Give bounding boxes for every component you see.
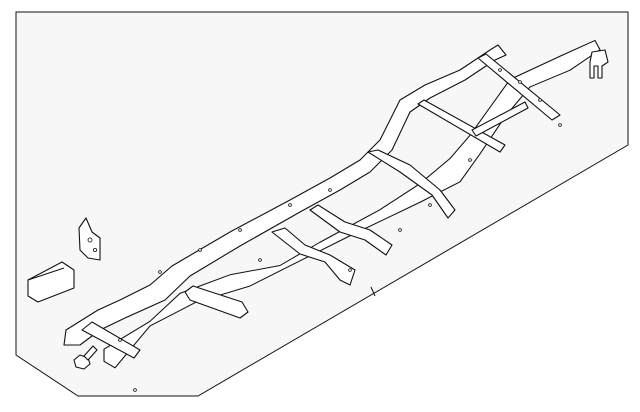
crossmember-rear	[471, 101, 529, 137]
frame-assembly	[63, 39, 601, 392]
crossmember-4	[309, 204, 393, 256]
bracket-plate	[78, 217, 101, 261]
crossmember-front	[81, 321, 141, 359]
background-panel	[15, 11, 629, 397]
leader-line	[370, 286, 376, 297]
crossmember-5	[367, 149, 456, 219]
near-side-rail	[103, 39, 601, 369]
bolt	[73, 345, 98, 370]
crossmember-2	[184, 285, 249, 319]
crossmember-6	[417, 99, 506, 153]
mount-bracket	[589, 49, 609, 79]
frame-holes	[118, 68, 562, 392]
far-side-rail	[63, 44, 507, 346]
crossmember-bracket	[27, 261, 75, 303]
crossmember-3	[271, 227, 356, 286]
